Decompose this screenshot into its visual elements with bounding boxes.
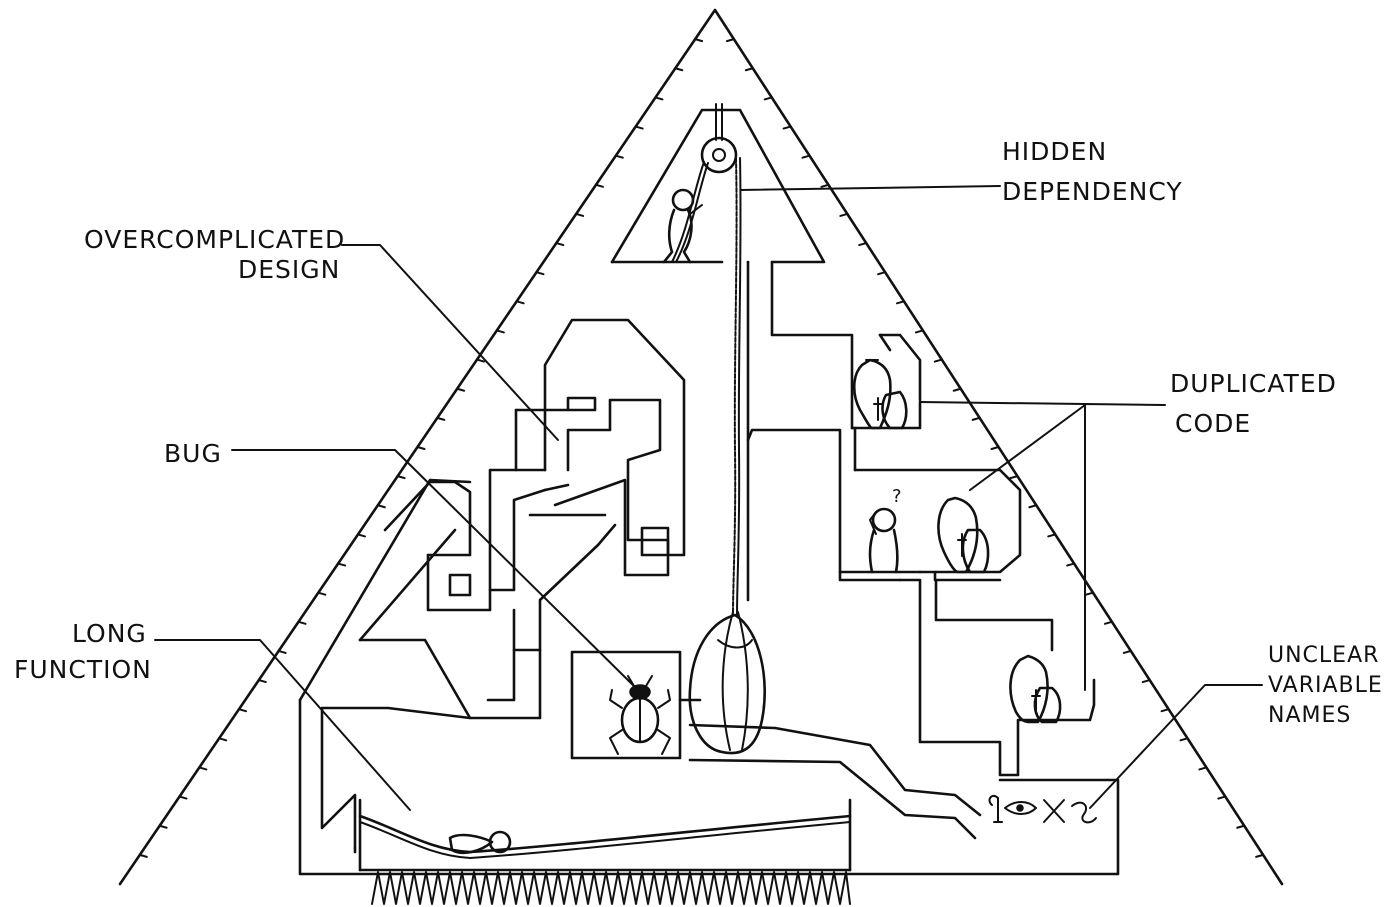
- pulley-icon: [702, 104, 736, 172]
- tick-mark: [358, 534, 365, 536]
- tick-mark: [675, 68, 682, 70]
- tick-mark: [1086, 593, 1093, 595]
- tick-mark: [1218, 797, 1225, 799]
- hieroglyphs-icon: [990, 796, 1096, 823]
- label-hidden-dependency-line2: DEPENDENCY: [1002, 177, 1183, 206]
- tick-mark: [576, 214, 583, 216]
- tick-mark: [935, 360, 942, 362]
- tick-mark: [140, 855, 147, 857]
- tick-mark: [878, 272, 885, 274]
- boulder-icon: [690, 612, 765, 753]
- rope-icon: [672, 158, 741, 615]
- label-unclear-line1: UNCLEAR: [1268, 643, 1379, 668]
- tick-mark: [418, 447, 425, 449]
- tick-mark: [1048, 534, 1055, 536]
- label-long-function-line2: FUNCTION: [14, 655, 152, 684]
- label-overcomplicated-line1: OVERCOMPLICATED: [84, 225, 345, 254]
- tick-mark: [746, 68, 753, 70]
- tick-mark: [992, 447, 999, 449]
- top-chamber: [612, 110, 824, 262]
- tick-mark: [318, 593, 325, 595]
- tick-mark: [1199, 767, 1206, 769]
- leader-hidden-dependency: [741, 186, 1000, 190]
- tick-mark: [636, 127, 643, 129]
- pyramid-outline-icon: [120, 10, 1282, 884]
- tick-mark: [219, 738, 226, 740]
- tick-mark: [1067, 564, 1074, 566]
- tick-mark: [457, 389, 464, 391]
- tick-mark: [1162, 709, 1169, 711]
- tick-mark: [916, 330, 923, 332]
- tick-mark: [299, 622, 306, 624]
- tick-mark: [616, 156, 623, 158]
- tick-mark: [378, 505, 385, 507]
- left-corridor: [300, 480, 1118, 874]
- tick-mark: [859, 243, 866, 245]
- leader-unclear: [1090, 685, 1262, 808]
- tick-mark: [821, 185, 828, 187]
- tick-mark: [784, 127, 791, 129]
- tick-mark: [973, 418, 980, 420]
- tick-mark: [727, 39, 734, 41]
- right-corridors: [748, 262, 1094, 775]
- tick-mark: [765, 97, 772, 99]
- tick-mark: [517, 301, 524, 303]
- tick-mark: [1143, 680, 1150, 682]
- tick-mark: [596, 185, 603, 187]
- vase-group-3: [1010, 656, 1060, 722]
- tick-mark: [1256, 855, 1263, 857]
- label-long-function-line1: LONG: [72, 619, 147, 648]
- label-bug: BUG: [164, 439, 222, 468]
- vase-group-2: [938, 498, 988, 572]
- tick-mark: [556, 243, 563, 245]
- tick-mark: [477, 360, 484, 362]
- question-mark: ?: [892, 486, 903, 507]
- tick-mark: [437, 418, 444, 420]
- label-unclear-line2: VARIABLE: [1268, 673, 1383, 698]
- tick-mark: [1237, 826, 1244, 828]
- scarab-beetle-icon: [610, 676, 670, 754]
- tick-mark: [1029, 505, 1036, 507]
- tick-mark: [239, 709, 246, 711]
- label-overcomplicated-line2: DESIGN: [238, 255, 340, 284]
- tick-mark: [1105, 622, 1112, 624]
- tick-mark: [160, 826, 167, 828]
- tick-mark: [259, 680, 266, 682]
- tick-mark: [537, 272, 544, 274]
- label-unclear-line3: NAMES: [1268, 703, 1351, 728]
- tick-mark: [1124, 651, 1131, 653]
- left-maze: [360, 320, 684, 718]
- tick-mark: [656, 97, 663, 99]
- tick-mark: [180, 797, 187, 799]
- label-duplicated-line2: CODE: [1175, 409, 1251, 438]
- tick-mark: [803, 156, 810, 158]
- vase-group-1: [854, 360, 906, 428]
- tick-mark: [338, 564, 345, 566]
- tick-mark: [199, 767, 206, 769]
- tick-mark: [954, 389, 961, 391]
- confused-person-icon: ?: [870, 486, 903, 572]
- vase-group-icon: [854, 360, 1060, 722]
- tick-mark: [695, 39, 702, 41]
- tick-mark: [279, 651, 286, 653]
- tick-mark: [1181, 738, 1188, 740]
- label-duplicated-line1: DUPLICATED: [1170, 369, 1337, 398]
- tick-mark: [840, 214, 847, 216]
- tick-mark: [398, 476, 405, 478]
- label-hidden-dependency-line1: HIDDEN: [1002, 137, 1107, 166]
- leader-long-function: [155, 640, 410, 810]
- tick-mark: [497, 330, 504, 332]
- hammock-person-icon: [360, 800, 850, 870]
- tick-mark: [1010, 476, 1017, 478]
- tick-mark: [897, 301, 904, 303]
- leader-bug: [232, 450, 640, 692]
